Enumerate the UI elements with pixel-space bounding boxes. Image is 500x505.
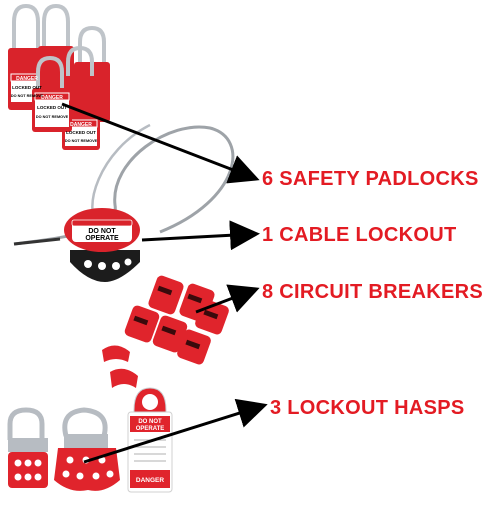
padlock-tag-danger: DANGER	[41, 95, 63, 101]
lockout-hasp-icon	[54, 407, 120, 491]
padlock-tag-do-not-remove: DO NOT REMOVE	[11, 94, 44, 98]
arrow-icon	[195, 284, 260, 314]
hasp-tag-danger: DANGER	[136, 477, 164, 484]
label-safety-padlocks: 6 SAFETY PADLOCKS	[262, 168, 479, 190]
cable-lockout-icon	[13, 123, 235, 282]
padlock-tag-danger: DANGER	[70, 122, 92, 128]
arrow-icon	[61, 102, 260, 184]
cable-tag-operate: OPERATE	[85, 235, 119, 242]
padlock-tag-locked-out: LOCKED OUT	[37, 105, 67, 110]
arrow-icon	[141, 220, 260, 251]
padlock-icon	[62, 45, 100, 150]
danger-tag-icon	[127, 387, 173, 493]
padlock-tag-do-not-remove: DO NOT REMOVE	[36, 115, 69, 119]
cable-tag-do-not: DO NOT	[88, 228, 116, 235]
label-circuit-breakers: 8 CIRCUIT BREAKERS	[262, 281, 483, 303]
padlock-tag-locked-out: LOCKED OUT	[66, 130, 96, 135]
hasp-tag-do-not: DO NOT	[138, 419, 162, 425]
circuit-breaker-lockout-icon	[124, 275, 229, 365]
lockout-hasp-icon	[7, 407, 48, 488]
label-lockout-hasps: 3 LOCKOUT HASPS	[270, 397, 465, 419]
padlock-tag-do-not-remove: DO NOT REMOVE	[65, 139, 98, 143]
arrow-icon	[83, 398, 268, 464]
label-cable-lockout: 1 CABLE LOCKOUT	[262, 224, 457, 246]
breaker-clip-icon	[102, 345, 138, 388]
breaker-tab-icon	[133, 285, 219, 350]
hasp-tag-operate: OPERATE	[136, 426, 165, 432]
padlock-tag-danger: DANGER	[16, 76, 38, 82]
padlock-tag-locked-out: LOCKED OUT	[12, 85, 42, 90]
padlock-icon	[32, 55, 72, 132]
